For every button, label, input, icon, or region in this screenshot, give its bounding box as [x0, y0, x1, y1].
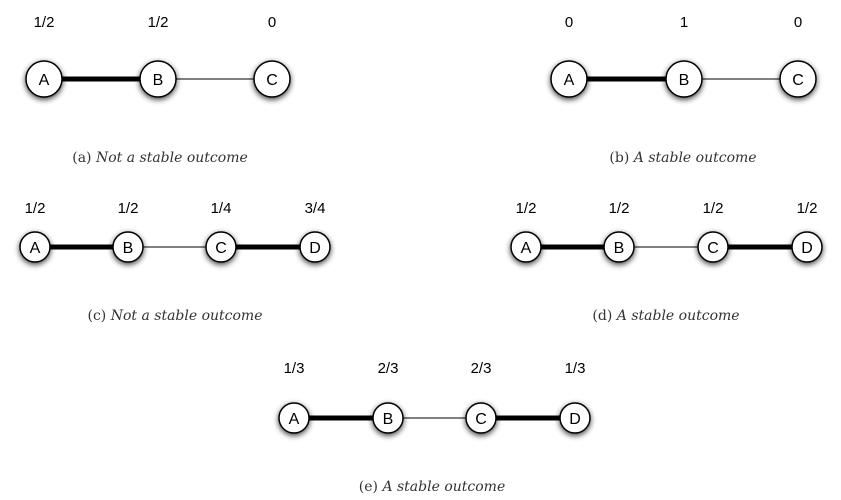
caption-prefix: (e)	[359, 479, 378, 495]
caption-prefix: (b)	[609, 150, 629, 166]
node-value: 1/3	[284, 360, 305, 377]
node-label: A	[30, 240, 41, 257]
node-d	[559, 402, 591, 434]
node-b	[372, 402, 404, 434]
node-label: C	[792, 72, 804, 89]
node-value: 1/3	[565, 360, 586, 377]
node-a	[19, 231, 51, 263]
node-a	[550, 60, 588, 98]
node-value: 1/4	[211, 200, 232, 217]
node-b	[603, 231, 635, 263]
node-value: 1/2	[797, 200, 818, 217]
node-value: 1/2	[34, 14, 55, 31]
node-b	[139, 60, 177, 98]
panel-e: A 1/3B 2/3C 2/3D 1/3 (e) A stable outcome	[278, 360, 591, 495]
node-c	[205, 231, 237, 263]
node-value: 1	[680, 14, 688, 31]
panel-d: A 1/2B 1/2C 1/2D 1/2 (d) A stable outcome	[510, 200, 823, 324]
node-d	[791, 231, 823, 263]
panel-b: A 0B 1C 0 (b) A stable outcome	[550, 14, 817, 166]
node-label: B	[614, 240, 625, 257]
caption-text: Not a stable outcome	[110, 308, 263, 324]
node-label: A	[39, 72, 50, 89]
panel-caption: (d) A stable outcome	[592, 308, 739, 324]
caption-prefix: (c)	[87, 308, 106, 324]
caption-prefix: (d)	[592, 308, 612, 324]
node-value: 0	[794, 14, 802, 31]
node-value: 1/2	[516, 200, 537, 217]
node-b	[665, 60, 703, 98]
node-label: D	[309, 240, 321, 257]
node-label: B	[123, 240, 134, 257]
node-value: 1/2	[703, 200, 724, 217]
panel-a: A 1/2B 1/2C 0 (a) Not a stable outcome	[25, 14, 291, 166]
node-label: B	[679, 72, 690, 89]
node-b	[112, 231, 144, 263]
node-label: C	[266, 72, 278, 89]
node-label: D	[569, 411, 581, 428]
node-label: C	[707, 240, 719, 257]
node-value: 1/2	[118, 200, 139, 217]
node-value: 0	[565, 14, 573, 31]
node-value: 2/3	[471, 360, 492, 377]
panel-caption: (a) Not a stable outcome	[72, 150, 248, 166]
node-label: A	[289, 411, 300, 428]
panel-caption: (c) Not a stable outcome	[87, 308, 262, 324]
node-a	[25, 60, 63, 98]
node-label: C	[475, 411, 487, 428]
node-label: B	[383, 411, 394, 428]
node-value: 0	[268, 14, 276, 31]
node-value: 1/2	[609, 200, 630, 217]
node-label: B	[153, 72, 164, 89]
caption-text: A stable outcome	[380, 479, 505, 495]
caption-prefix: (a)	[72, 150, 91, 166]
node-value: 1/2	[25, 200, 46, 217]
node-a	[278, 402, 310, 434]
node-c	[465, 402, 497, 434]
node-c	[697, 231, 729, 263]
node-c	[779, 60, 817, 98]
caption-text: A stable outcome	[615, 308, 740, 324]
node-value: 1/2	[148, 14, 169, 31]
node-label: C	[215, 240, 227, 257]
node-label: A	[521, 240, 532, 257]
node-value: 3/4	[305, 200, 326, 217]
caption-text: A stable outcome	[632, 150, 757, 166]
node-a	[510, 231, 542, 263]
node-label: D	[801, 240, 813, 257]
panel-c: A 1/2B 1/2C 1/4D 3/4 (c) Not a stable outcome	[19, 200, 331, 324]
node-d	[299, 231, 331, 263]
panel-caption: (e) A stable outcome	[359, 479, 505, 495]
node-label: A	[564, 72, 575, 89]
panel-caption: (b) A stable outcome	[609, 150, 756, 166]
node-value: 2/3	[378, 360, 399, 377]
node-c	[253, 60, 291, 98]
caption-text: Not a stable outcome	[95, 150, 248, 166]
